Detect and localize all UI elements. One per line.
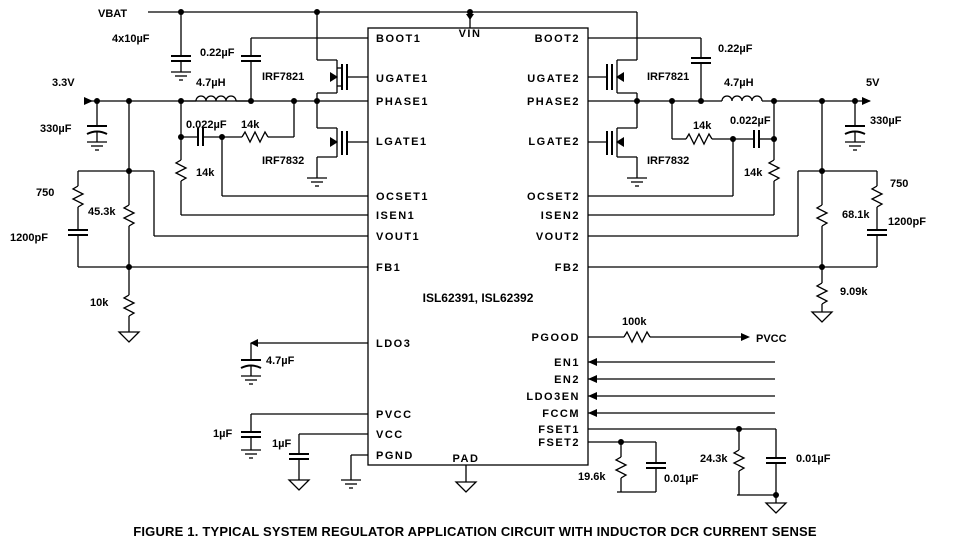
ldo-supply-network: 4.7µF 1µF 1µF xyxy=(213,339,478,493)
c-vcc-label: 1µF xyxy=(272,438,291,450)
control-network: 100k PVCC 24.3k 0.01µF 19.6k xyxy=(578,316,831,514)
vbat-label: VBAT xyxy=(98,8,127,20)
pin-isen2: ISEN2 xyxy=(541,210,580,222)
r-sense2-label: 14k xyxy=(693,120,712,132)
pin-fccm: FCCM xyxy=(542,408,580,420)
r-sense1-label: 14k xyxy=(241,119,260,131)
c-out2-label: 330µF xyxy=(870,115,902,127)
out2-rail-label: 5V xyxy=(866,77,880,89)
pin-pad: PAD xyxy=(453,453,480,465)
c-boot1-label: 0.22µF xyxy=(200,47,235,59)
pvcc-rail-label: PVCC xyxy=(756,333,787,345)
c-pvcc-label: 1µF xyxy=(213,428,232,440)
c-boot2-label: 0.22µF xyxy=(718,43,753,55)
c-ldo3-label: 4.7µF xyxy=(266,355,295,367)
pin-pvcc: PVCC xyxy=(376,409,413,421)
c-fset2-label: 0.01µF xyxy=(796,453,831,465)
figure-caption: FIGURE 1. TYPICAL SYSTEM REGULATOR APPLI… xyxy=(133,524,817,539)
ic-name: ISL62391, ISL62392 xyxy=(423,291,534,305)
pin-fset1: FSET1 xyxy=(538,424,580,436)
r-pgood-label: 100k xyxy=(622,316,647,328)
q-low2-label: IRF7832 xyxy=(647,155,689,167)
q-high2-label: IRF7821 xyxy=(647,71,689,83)
pin-phase2: PHASE2 xyxy=(527,96,580,108)
l1-label: 4.7µH xyxy=(196,77,226,89)
c-vbat-label: 4x10µF xyxy=(112,33,150,45)
pin-fb1: FB1 xyxy=(376,262,401,274)
pin-vout2: VOUT2 xyxy=(536,231,580,243)
channel2-power-stage: 0.22µF IRF7821 4.7µH IRF7832 xyxy=(588,37,763,187)
pin-fb2: FB2 xyxy=(555,262,580,274)
pin-ugate2: UGATE2 xyxy=(527,73,580,85)
r-isen1-label: 14k xyxy=(196,167,215,179)
r-fb2-bot-label: 9.09k xyxy=(840,286,868,298)
r-fb2-top-label: 68.1k xyxy=(842,209,870,221)
pin-vout1: VOUT1 xyxy=(376,231,420,243)
pin-pgnd: PGND xyxy=(376,450,414,462)
pin-lgate1: LGATE1 xyxy=(376,136,428,148)
pin-isen1: ISEN1 xyxy=(376,210,415,222)
r-isen2-label: 14k xyxy=(744,167,763,179)
c-out1-label: 330µF xyxy=(40,123,72,135)
c-sense2-label: 0.022µF xyxy=(730,115,771,127)
q-high1-label: IRF7821 xyxy=(262,71,304,83)
r-fb1-top-label: 45.3k xyxy=(88,206,116,218)
pin-vin: VIN xyxy=(459,28,482,40)
output1-network: 3.3V 330µF 0.022µF 14k 14k xyxy=(10,77,368,343)
pin-ugate1: UGATE1 xyxy=(376,73,429,85)
pin-lgate2: LGATE2 xyxy=(528,136,580,148)
l2-label: 4.7µH xyxy=(724,77,754,89)
vbat-rail: VBAT 4x10µF xyxy=(98,8,638,81)
pin-pgood: PGOOD xyxy=(532,332,580,344)
q-low1-label: IRF7832 xyxy=(262,155,304,167)
pin-ldo3en: LDO3EN xyxy=(526,391,580,403)
r-fb1-bot-label: 10k xyxy=(90,297,109,309)
pin-ldo3: LDO3 xyxy=(376,338,411,350)
out1-rail-label: 3.3V xyxy=(52,77,75,89)
pin-ocset1: OCSET1 xyxy=(376,191,429,203)
pin-boot1: BOOT1 xyxy=(376,33,421,45)
output2-network: 5V 330µF 14k 0.022µF 14k xyxy=(588,77,926,323)
pin-ocset2: OCSET2 xyxy=(527,191,580,203)
c-sense1-label: 0.022µF xyxy=(186,119,227,131)
c-1200-2-label: 1200pF xyxy=(888,216,926,228)
c-1200-1-label: 1200pF xyxy=(10,232,48,244)
r-750-1-label: 750 xyxy=(36,187,54,199)
r-fset2-label: 24.3k xyxy=(700,453,728,465)
pin-en1: EN1 xyxy=(554,357,580,369)
c-fset1-label: 0.01µF xyxy=(664,473,699,485)
ic-right-pins: BOOT2 UGATE2 PHASE2 LGATE2 OCSET2 ISEN2 … xyxy=(526,33,580,449)
pin-vcc: VCC xyxy=(376,429,404,441)
ic-left-pins: BOOT1 UGATE1 PHASE1 LGATE1 OCSET1 ISEN1 … xyxy=(376,33,429,462)
pin-fset2: FSET2 xyxy=(538,437,580,449)
r-fset1-label: 19.6k xyxy=(578,471,606,483)
r-750-2-label: 750 xyxy=(890,178,908,190)
pin-en2: EN2 xyxy=(554,374,580,386)
pin-boot2: BOOT2 xyxy=(535,33,580,45)
pin-phase1: PHASE1 xyxy=(376,96,429,108)
ic-body xyxy=(367,27,589,466)
channel1-power-stage: 0.22µF IRF7821 4.7µH IRF7832 xyxy=(178,37,368,187)
